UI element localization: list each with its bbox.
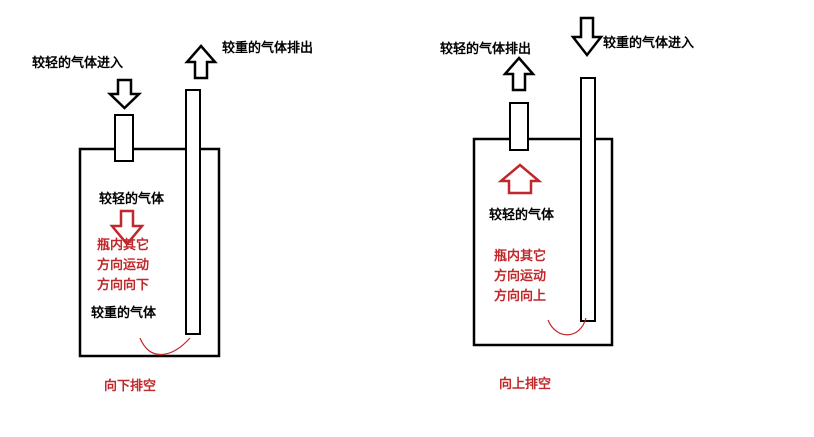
right-flow-note-line1: 瓶内其它: [494, 248, 546, 264]
left-diagram: 较轻的气体进入 较重的气体排出 较轻的气体 瓶内其它 方向运动 方向向下 较重的…: [32, 40, 313, 394]
right-inlet-down-arrow-icon: [570, 16, 604, 58]
right-method-caption: 向上排空: [499, 376, 551, 392]
right-flow-curve: [547, 317, 587, 336]
right-red-up-arrow-icon: [497, 163, 543, 195]
left-flow-note-line1: 瓶内其它: [97, 237, 149, 253]
right-short-tube: [509, 102, 529, 151]
left-short-tube: [114, 114, 134, 162]
left-outlet-up-arrow-icon: [184, 44, 218, 80]
right-outlet-up-arrow-icon: [502, 56, 536, 92]
left-inlet-down-arrow-icon: [106, 78, 143, 110]
left-heavy-gas-label: 较重的气体: [91, 305, 157, 321]
right-flow-note-line3: 方向向上: [494, 288, 546, 304]
right-light-gas-label: 较轻的气体: [489, 207, 555, 223]
right-inlet-label: 较重的气体进入: [603, 35, 694, 51]
left-flow-curve: [139, 337, 191, 356]
left-flow-note-line2: 方向运动: [97, 257, 149, 273]
right-flow-note-line2: 方向运动: [494, 268, 546, 284]
left-light-gas-label: 较轻的气体: [99, 191, 165, 207]
left-inlet-label: 较轻的气体进入: [32, 55, 123, 71]
left-flow-note-line3: 方向向下: [97, 277, 149, 293]
right-long-tube: [580, 77, 596, 322]
left-method-caption: 向下排空: [104, 378, 156, 394]
left-red-down-arrow-icon: [109, 209, 145, 246]
left-outlet-label: 较重的气体排出: [222, 40, 313, 56]
right-outlet-label: 较轻的气体排出: [440, 41, 531, 57]
right-diagram: 较轻的气体排出 较重的气体进入 较轻的气体 瓶内其它 方向运动 方向向上 向上排…: [440, 16, 694, 392]
left-long-tube: [185, 89, 201, 335]
